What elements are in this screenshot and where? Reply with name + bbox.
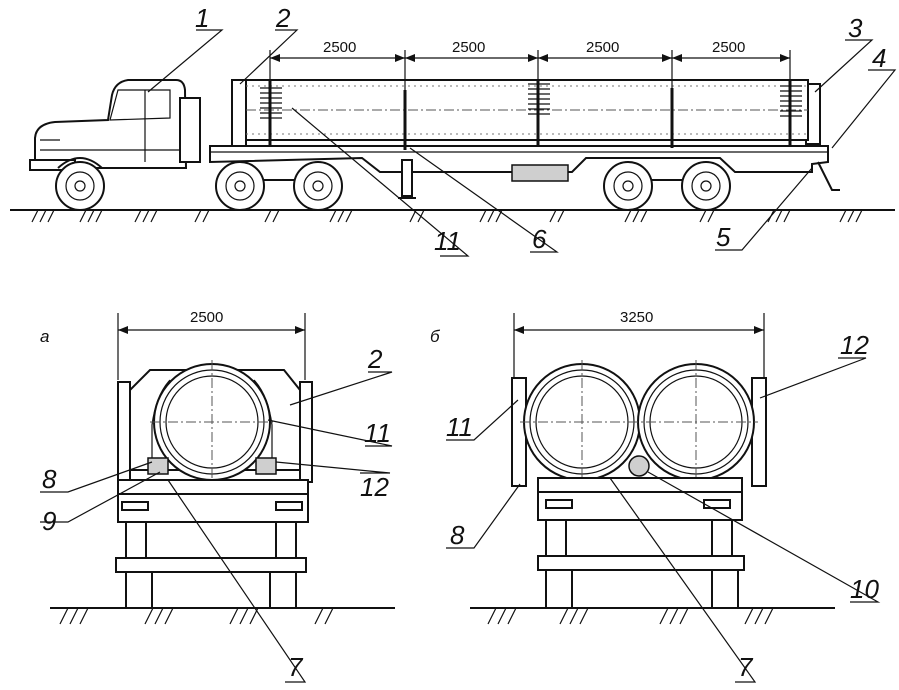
ground-hatch-top [31, 209, 863, 223]
callout-a-8: 8 [42, 464, 57, 494]
semitrailer [209, 79, 840, 199]
toolbox [511, 164, 569, 182]
callout-top-2: 2 [275, 3, 291, 33]
dim-b-width: 3250 [620, 309, 653, 326]
dim-top-3: 2500 [586, 39, 619, 56]
top-dimensions: 2500 2500 2500 2500 [269, 39, 791, 90]
rear-view-a: а 2500 [40, 309, 395, 683]
callout-b-11: 11 [446, 412, 473, 442]
tractor-truck [29, 79, 201, 171]
dim-top-4: 2500 [712, 39, 745, 56]
leaders-top [147, 29, 897, 257]
callout-b-8: 8 [450, 520, 465, 550]
callout-a-12: 12 [360, 472, 389, 502]
callout-top-6: 6 [532, 224, 547, 254]
front-bulkhead [231, 79, 247, 147]
callout-a-2: 2 [367, 344, 383, 374]
callout-b-7: 7 [738, 652, 754, 682]
landing-gear [401, 159, 413, 197]
callout-top-3: 3 [848, 13, 863, 43]
callout-top-5: 5 [716, 222, 731, 252]
rear-view-b: б 3250 [430, 309, 881, 683]
callout-top-4: 4 [872, 43, 886, 73]
exhaust-box [179, 97, 201, 163]
callout-a-9: 9 [42, 506, 56, 536]
side-view: 2500 2500 2500 2500 1 2 3 4 11 6 5 [10, 3, 897, 257]
callout-top-11: 11 [434, 226, 461, 256]
view-a-label: а [40, 327, 49, 346]
view-b-label: б [430, 327, 441, 346]
dim-top-2: 2500 [452, 39, 485, 56]
callout-b-12: 12 [840, 330, 869, 360]
dim-top-1: 2500 [323, 39, 356, 56]
callout-top-1: 1 [195, 3, 209, 33]
spring-cushions [260, 83, 802, 119]
side-wheels [55, 161, 731, 211]
dim-a-width: 2500 [190, 309, 223, 326]
callout-a-11: 11 [364, 418, 391, 448]
callout-a-7: 7 [288, 652, 304, 682]
rear-support [817, 161, 840, 191]
callout-b-10: 10 [850, 574, 879, 604]
